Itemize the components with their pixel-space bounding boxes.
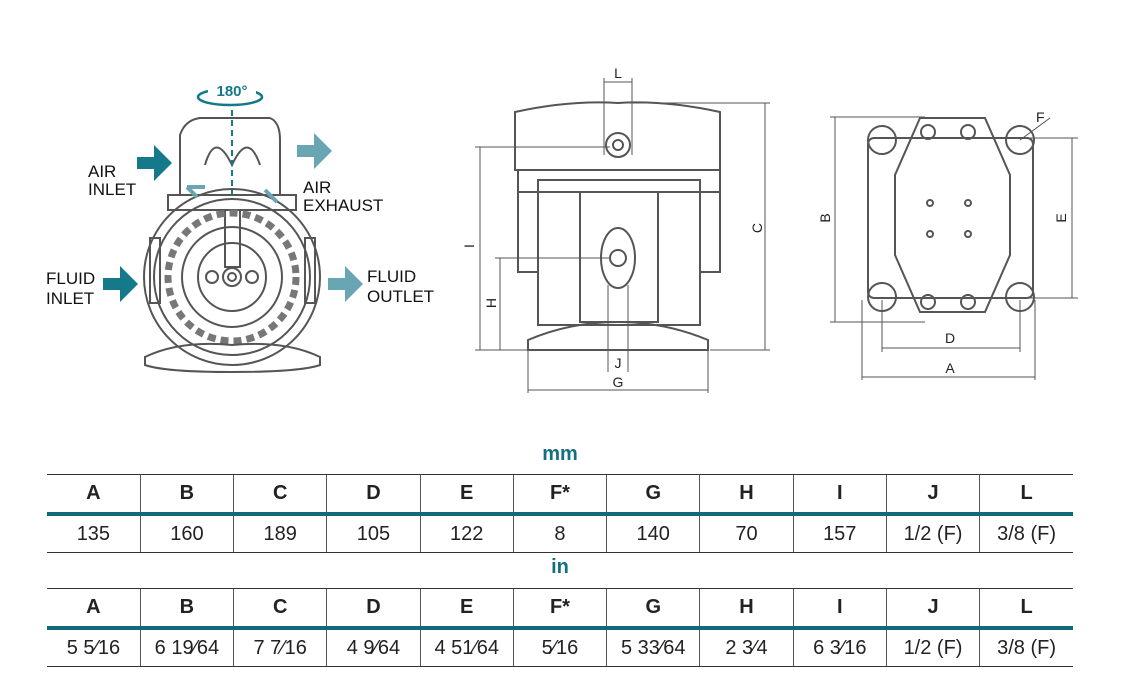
in-table-title: in <box>551 556 569 578</box>
column-header: L <box>979 588 1073 630</box>
dimension-label-e: E <box>1053 213 1069 222</box>
table-cell: 160 <box>139 514 234 553</box>
dimension-label-g: G <box>613 374 624 390</box>
arrow-icon <box>103 133 363 302</box>
column-header: B <box>139 474 234 516</box>
column-header: A <box>47 474 141 516</box>
table-cell: 135 <box>47 514 141 553</box>
column-header: C <box>233 474 327 516</box>
column-header: J <box>885 588 980 630</box>
column-header: D <box>326 474 421 516</box>
column-header: L <box>979 474 1073 516</box>
column-header: C <box>233 588 327 630</box>
front-view-drawing <box>143 110 321 374</box>
table-cell: 2 3⁄4 <box>699 628 794 667</box>
column-header: G <box>606 474 700 516</box>
dimension-label-l: L <box>614 65 622 81</box>
table-cell: 122 <box>419 514 514 553</box>
dimension-label-b: B <box>817 213 833 222</box>
air-exhaust-label: AIR <box>303 178 331 197</box>
table-cell: 189 <box>233 514 327 553</box>
top-view-dimensions <box>830 116 1078 380</box>
table-cell: 8 <box>512 514 607 553</box>
dimension-label-h: H <box>483 298 499 308</box>
column-header: E <box>419 588 514 630</box>
column-header: B <box>139 588 234 630</box>
column-header: G <box>606 588 700 630</box>
column-header: H <box>699 474 794 516</box>
table-cell: 70 <box>699 514 794 553</box>
column-header: I <box>792 588 887 630</box>
fluid-inlet-label: INLET <box>46 289 94 308</box>
table-cell: 140 <box>606 514 700 553</box>
table-cell: 3/8 (F) <box>979 514 1073 553</box>
fluid-outlet-label: FLUID <box>367 267 416 286</box>
table-cell: 3/8 (F) <box>979 628 1073 667</box>
top-view-drawing <box>867 117 1035 313</box>
column-header: A <box>47 588 141 630</box>
air-inlet-label: INLET <box>88 180 136 199</box>
fluid-inlet-label: FLUID <box>46 269 95 288</box>
table-cell: 4 9⁄64 <box>326 628 421 667</box>
dimension-label-a: A <box>945 360 955 376</box>
column-header: D <box>326 588 421 630</box>
side-view-dimensions <box>475 78 770 393</box>
dimension-label-j: J <box>615 355 622 371</box>
table-cell: 7 7⁄16 <box>233 628 327 667</box>
fluid-outlet-label: OUTLET <box>367 287 434 306</box>
table-cell: 6 3⁄16 <box>792 628 887 667</box>
side-view-drawing <box>514 101 721 351</box>
column-header: I <box>792 474 887 516</box>
rotation-indicator: 180° <box>196 82 264 107</box>
pump-drawings: 180° AIR INLET AIR EXHAUST FLUID INLET F… <box>46 65 1078 393</box>
table-cell: 157 <box>792 514 887 553</box>
table-cell: 1/2 (F) <box>885 514 980 553</box>
table-cell: 4 51⁄64 <box>419 628 514 667</box>
column-header: F* <box>512 474 607 516</box>
table-cell: 1/2 (F) <box>885 628 980 667</box>
table-cell: 6 19⁄64 <box>139 628 234 667</box>
mm-table-title: mm <box>542 443 578 465</box>
air-inlet-label: AIR <box>88 162 116 181</box>
dimension-label-f: F <box>1036 109 1045 125</box>
air-exhaust-label: EXHAUST <box>303 196 383 215</box>
table-cell: 105 <box>326 514 421 553</box>
table-cell: 5 33⁄64 <box>606 628 700 667</box>
column-header: F* <box>512 588 607 630</box>
table-cell: 5⁄16 <box>512 628 607 667</box>
rotation-label: 180° <box>216 83 247 100</box>
column-header: J <box>885 474 980 516</box>
column-header: H <box>699 588 794 630</box>
dimension-label-c: C <box>749 223 765 233</box>
dimension-label-i: I <box>461 244 477 248</box>
dimension-label-d: D <box>945 330 955 346</box>
table-cell: 5 5⁄16 <box>47 628 141 667</box>
column-header: E <box>419 474 514 516</box>
